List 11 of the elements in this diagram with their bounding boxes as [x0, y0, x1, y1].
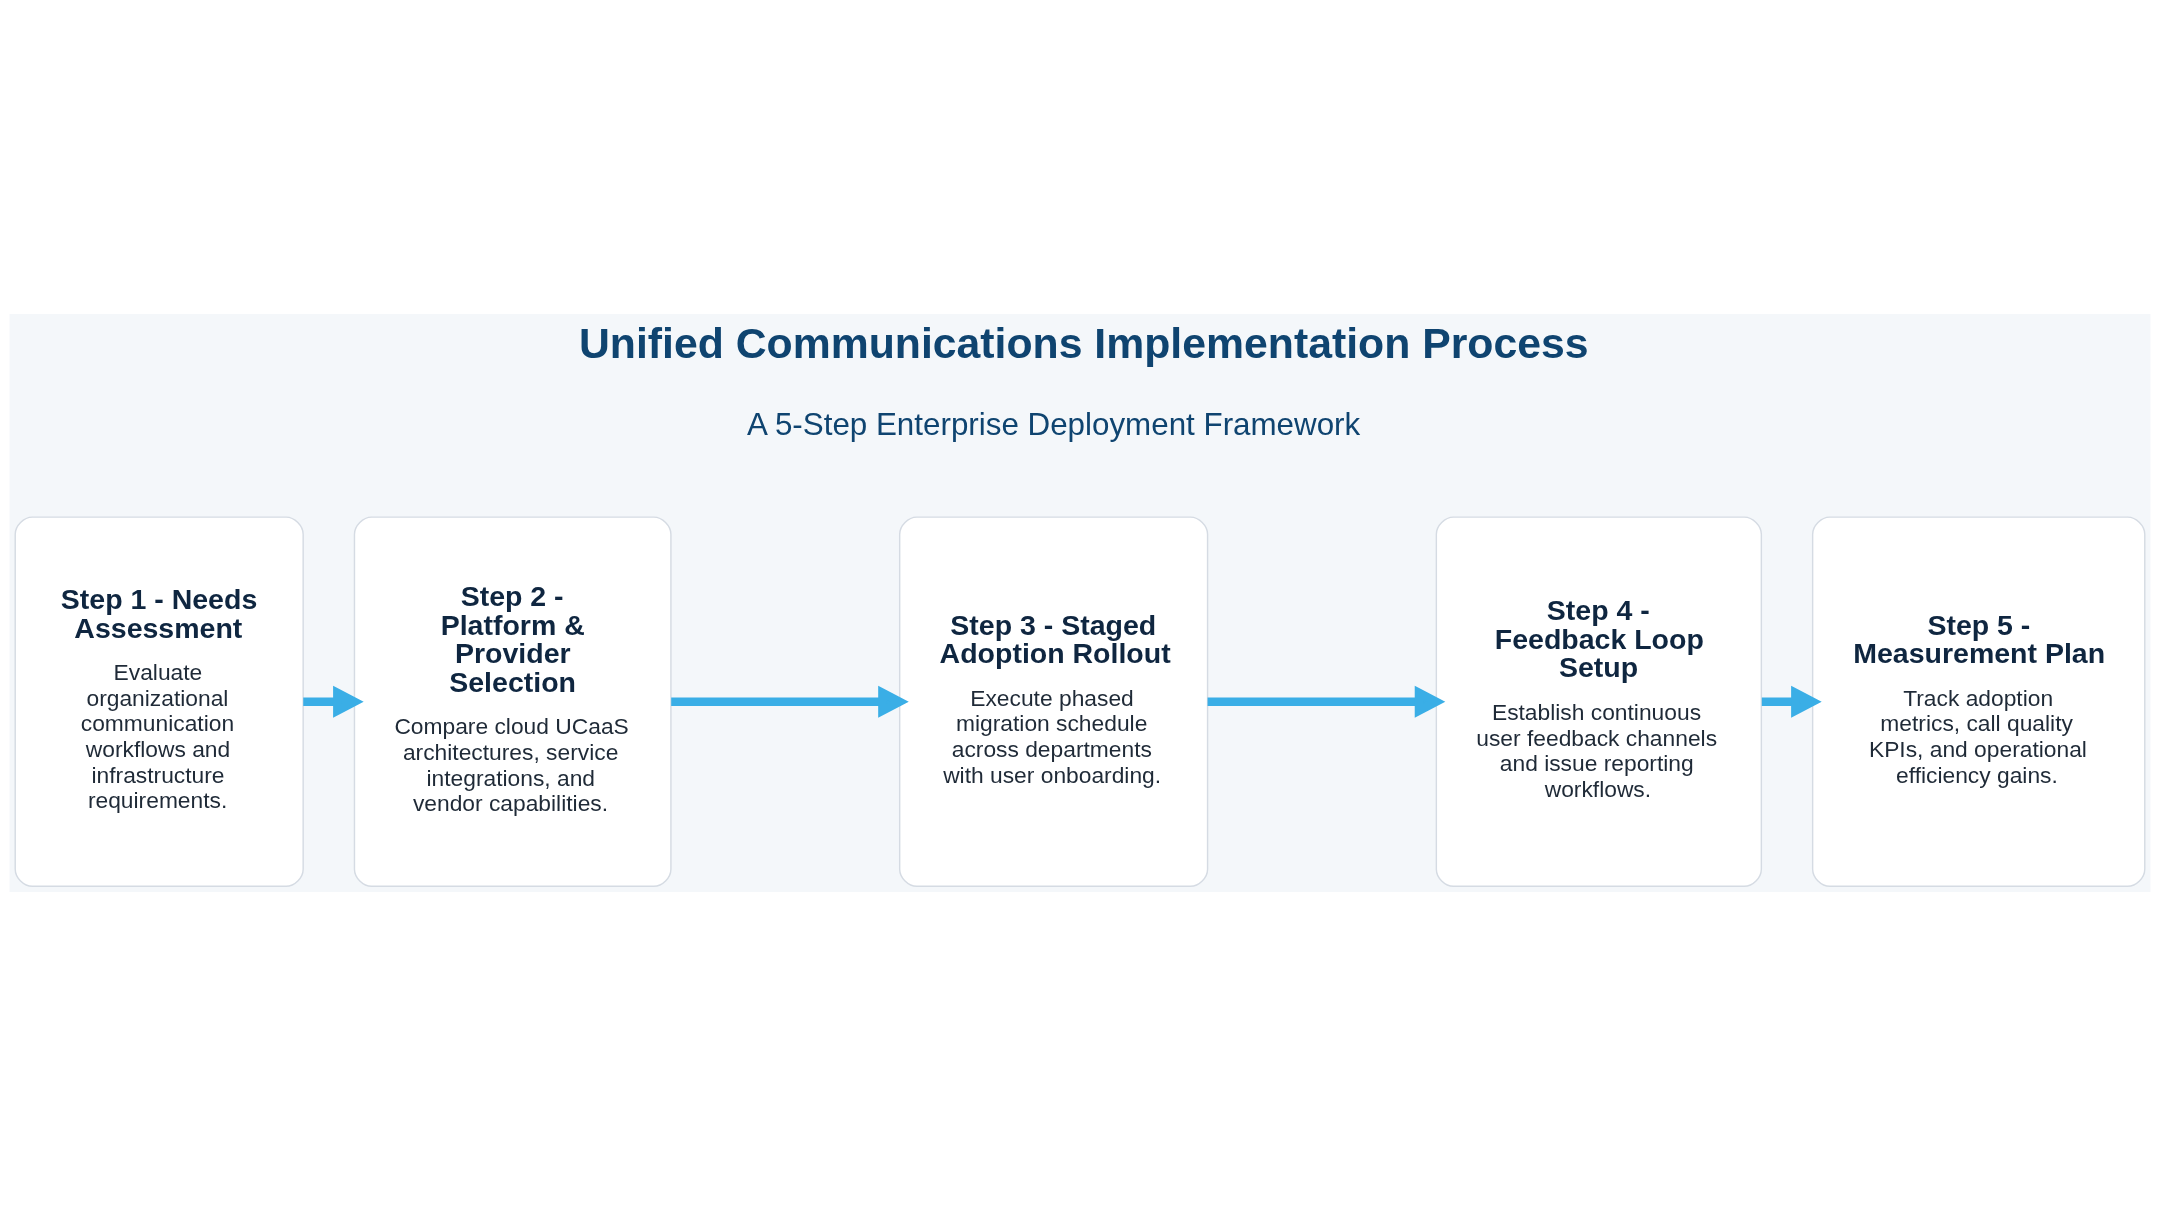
arrow — [303, 685, 364, 718]
arrow — [1761, 685, 1822, 718]
node-box: Step 5 - Measurement Plan Track adoption metrics, call quality KPIs, and operational efficiency gains. — [1811, 516, 2146, 887]
node-box: Step 4 - Feedback Loop Setup Establish continuous user feedback channels and issue reporting workflows. — [1435, 516, 1763, 887]
arrow — [1207, 685, 1446, 718]
node-box: Step 1 - Needs Assessment Evaluate organizational communication workflows and infrastructure requirements. — [14, 516, 304, 887]
node-box: Step 2 - Platform & Provider Selection Compare cloud UCaaS architectures, service integrations, and vendor capabilities. — [353, 516, 672, 887]
diagram-title: Unified Communications Implementation Process — [578, 319, 1589, 368]
node-box: Step 3 - Staged Adoption Rollout Execute phased migration schedule across departments with user onboarding. — [898, 516, 1209, 887]
label: A 5-Step Enterprise Deployment Framework — [747, 406, 1361, 442]
arrow — [671, 685, 909, 718]
